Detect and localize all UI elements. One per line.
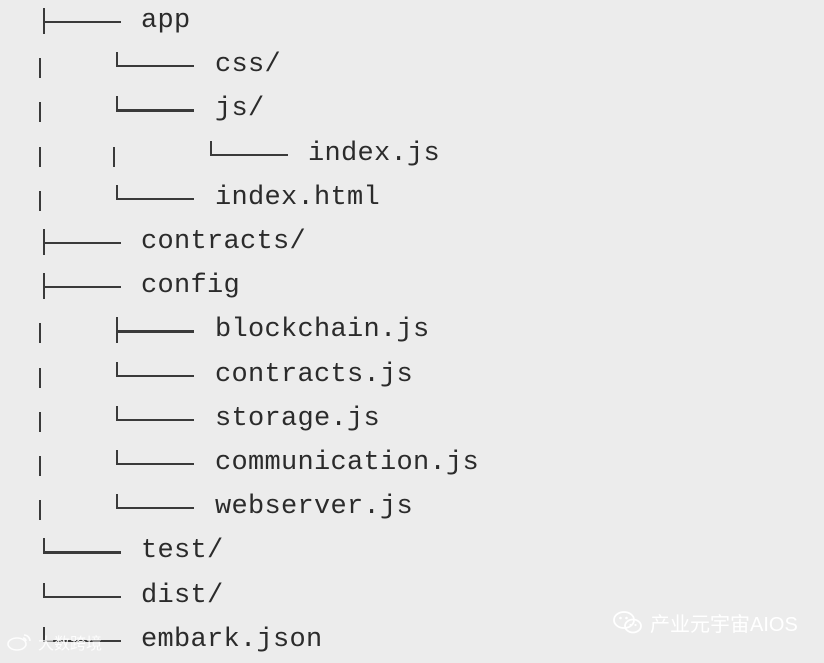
tree-pipe-line xyxy=(39,411,41,432)
tree-item-label: webserver.js xyxy=(215,492,414,523)
tree-pipe-line xyxy=(113,146,115,167)
tree-item-label: app xyxy=(141,6,191,36)
tree-corner-connector xyxy=(116,405,194,432)
tree-pipe-line xyxy=(39,102,41,123)
tree-item-label: index.js xyxy=(308,138,441,169)
tree-row: index.js xyxy=(0,133,824,177)
tree-item-label: js/ xyxy=(215,94,265,125)
tree-pipe-line xyxy=(39,323,41,344)
tree-item-label: dist/ xyxy=(141,580,224,611)
tree-tee-connector xyxy=(43,8,121,34)
weibo-icon xyxy=(7,634,31,651)
tree-item-label: blockchain.js xyxy=(215,315,430,346)
tree-tee-connector xyxy=(43,273,121,300)
tree-tee-connector xyxy=(43,229,121,255)
tree-row: communication.js xyxy=(0,442,824,486)
tree-row: contracts.js xyxy=(0,354,824,398)
tree-row: js/ xyxy=(0,88,824,132)
tree-item-label: embark.json xyxy=(141,624,323,655)
tree-corner-connector xyxy=(43,538,121,564)
tree-row: webserver.js xyxy=(0,486,824,530)
watermark-left: 大数跨境 xyxy=(6,630,102,654)
tree-corner-connector xyxy=(43,582,121,609)
watermark-right-text: 产业元宇宙AIOS xyxy=(650,614,798,636)
tree-pipe-line xyxy=(39,146,41,167)
tree-corner-connector xyxy=(116,361,194,388)
tree-pipe-line xyxy=(39,456,41,476)
tree-row: test/ xyxy=(0,530,824,574)
tree-row: embark.json xyxy=(0,619,824,663)
wechat-icon xyxy=(613,610,642,633)
tree-corner-connector xyxy=(116,184,194,211)
tree-row: storage.js xyxy=(0,398,824,442)
tree-item-label: storage.js xyxy=(215,403,381,434)
tree-corner-connector xyxy=(116,96,194,122)
tree-item-label: index.html xyxy=(215,182,381,213)
watermark-left-text: 大数跨境 xyxy=(38,636,103,653)
tree-pipe-line xyxy=(39,58,41,79)
tree-corner-connector xyxy=(43,626,121,653)
tree-corner-connector xyxy=(116,52,194,78)
tree-corner-connector xyxy=(116,494,194,520)
tree-row: contracts/ xyxy=(0,221,824,265)
tree-corner-connector xyxy=(116,450,194,476)
tree-item-label: config xyxy=(141,271,241,302)
watermark-right: 产业元宇宙AIOS xyxy=(612,608,798,637)
tree-pipe-line xyxy=(39,190,41,211)
tree-item-label: test/ xyxy=(141,536,224,567)
tree-row: app xyxy=(0,0,824,44)
tree-row: dist/ xyxy=(0,575,824,619)
tree-pipe-line xyxy=(39,500,41,521)
tree-row: config xyxy=(0,265,824,309)
tree-corner-connector xyxy=(210,140,288,167)
tree-row: index.html xyxy=(0,177,824,221)
tree-item-label: contracts.js xyxy=(215,359,414,390)
tree-item-label: contracts/ xyxy=(141,227,307,257)
tree-row: css/ xyxy=(0,44,824,88)
tree-item-label: communication.js xyxy=(215,448,480,478)
tree-item-label: css/ xyxy=(215,50,282,81)
tree-row: blockchain.js xyxy=(0,309,824,353)
tree-pipe-line xyxy=(39,367,41,388)
tree-tee-connector xyxy=(116,317,194,344)
